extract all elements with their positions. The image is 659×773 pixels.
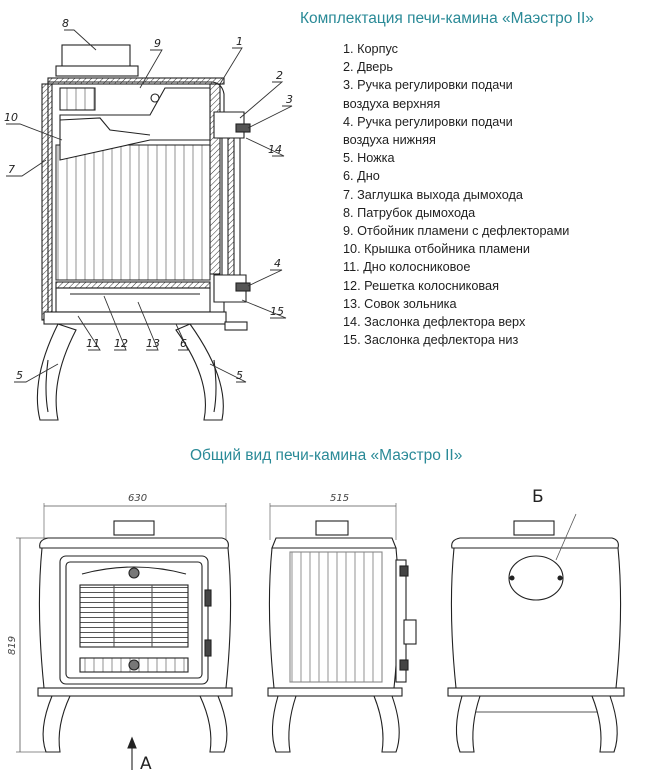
callout-2: 2 — [276, 69, 283, 82]
legend-item: 12. Решетка колосниковая — [343, 278, 499, 293]
callout-14: 14 — [268, 143, 282, 156]
flue-outlet-plug — [508, 555, 564, 601]
callout-6: 6 — [180, 337, 187, 350]
back-view — [447, 513, 625, 753]
callout-3: 3 — [286, 93, 293, 106]
dimension-height: 819 — [7, 636, 18, 655]
firebox — [55, 144, 211, 281]
legend-item: 2. Дверь — [343, 60, 394, 75]
section-title-components: Комплектация печи-камина «Маэстро II» — [300, 10, 594, 27]
callout-15: 15 — [270, 305, 284, 318]
callout-8: 8 — [62, 17, 69, 30]
side-view — [267, 503, 417, 753]
front-view — [16, 503, 233, 770]
legend-item: 3. Ручка регулировки подачи — [343, 78, 513, 93]
callout-9: 9 — [154, 37, 161, 50]
legend-item: 11. Дно колосниковое — [343, 260, 471, 275]
callout-13: 13 — [146, 337, 160, 350]
dimension-width: 630 — [128, 493, 147, 504]
callout-5-right: 5 — [236, 369, 243, 382]
callout-leaders — [6, 29, 293, 383]
legend-item: 6. Дно — [343, 169, 380, 184]
flue-pipe — [61, 44, 131, 68]
callout-labels: 8 9 1 2 3 10 7 14 4 15 11 12 13 6 5 5 — [4, 17, 293, 382]
legend-item: воздуха нижняя — [343, 133, 436, 148]
legend-item: 10. Крышка отбойника пламени — [343, 242, 531, 257]
leg-right — [175, 323, 224, 421]
legend-item: 4. Ручка регулировки подачи — [343, 114, 513, 129]
legend-item: воздуха верхняя — [343, 96, 441, 111]
flame-baffle — [59, 87, 211, 161]
legend-item: 1. Корпус — [343, 42, 399, 56]
legend-item: 13. Совок зольника — [343, 296, 457, 311]
back-view-label: Б — [532, 487, 544, 507]
callout-1: 1 — [236, 35, 243, 48]
callout-11: 11 — [86, 337, 100, 350]
callout-4: 4 — [274, 257, 281, 270]
legend-item: 15. Заслонка дефлектора низ — [343, 333, 519, 348]
ash-pan — [55, 287, 211, 313]
leg-left — [36, 323, 77, 421]
legend-item: 8. Патрубок дымохода — [343, 205, 476, 220]
legend-item: 9. Отбойник пламени с дефлекторами — [343, 224, 570, 239]
section-title-general-view: Общий вид печи-камина «Маэстро II» — [190, 447, 463, 464]
legend-item: 5. Ножка — [343, 151, 395, 166]
view-arrow-label: А — [140, 754, 152, 773]
section-drawing — [36, 44, 251, 421]
dimension-depth: 515 — [330, 493, 349, 504]
front-view-labels: 630 819 А — [7, 493, 152, 773]
parts-legend: 1. Корпус 2. Дверь 3. Ручка регулировки … — [343, 40, 569, 349]
legend-item: 7. Заглушка выхода дымохода — [343, 187, 523, 202]
callout-12: 12 — [114, 337, 128, 350]
callout-5-left: 5 — [16, 369, 23, 382]
callout-10: 10 — [4, 111, 18, 124]
callout-7: 7 — [8, 163, 15, 176]
legend-item: 14. Заслонка дефлектора верх — [343, 315, 526, 330]
